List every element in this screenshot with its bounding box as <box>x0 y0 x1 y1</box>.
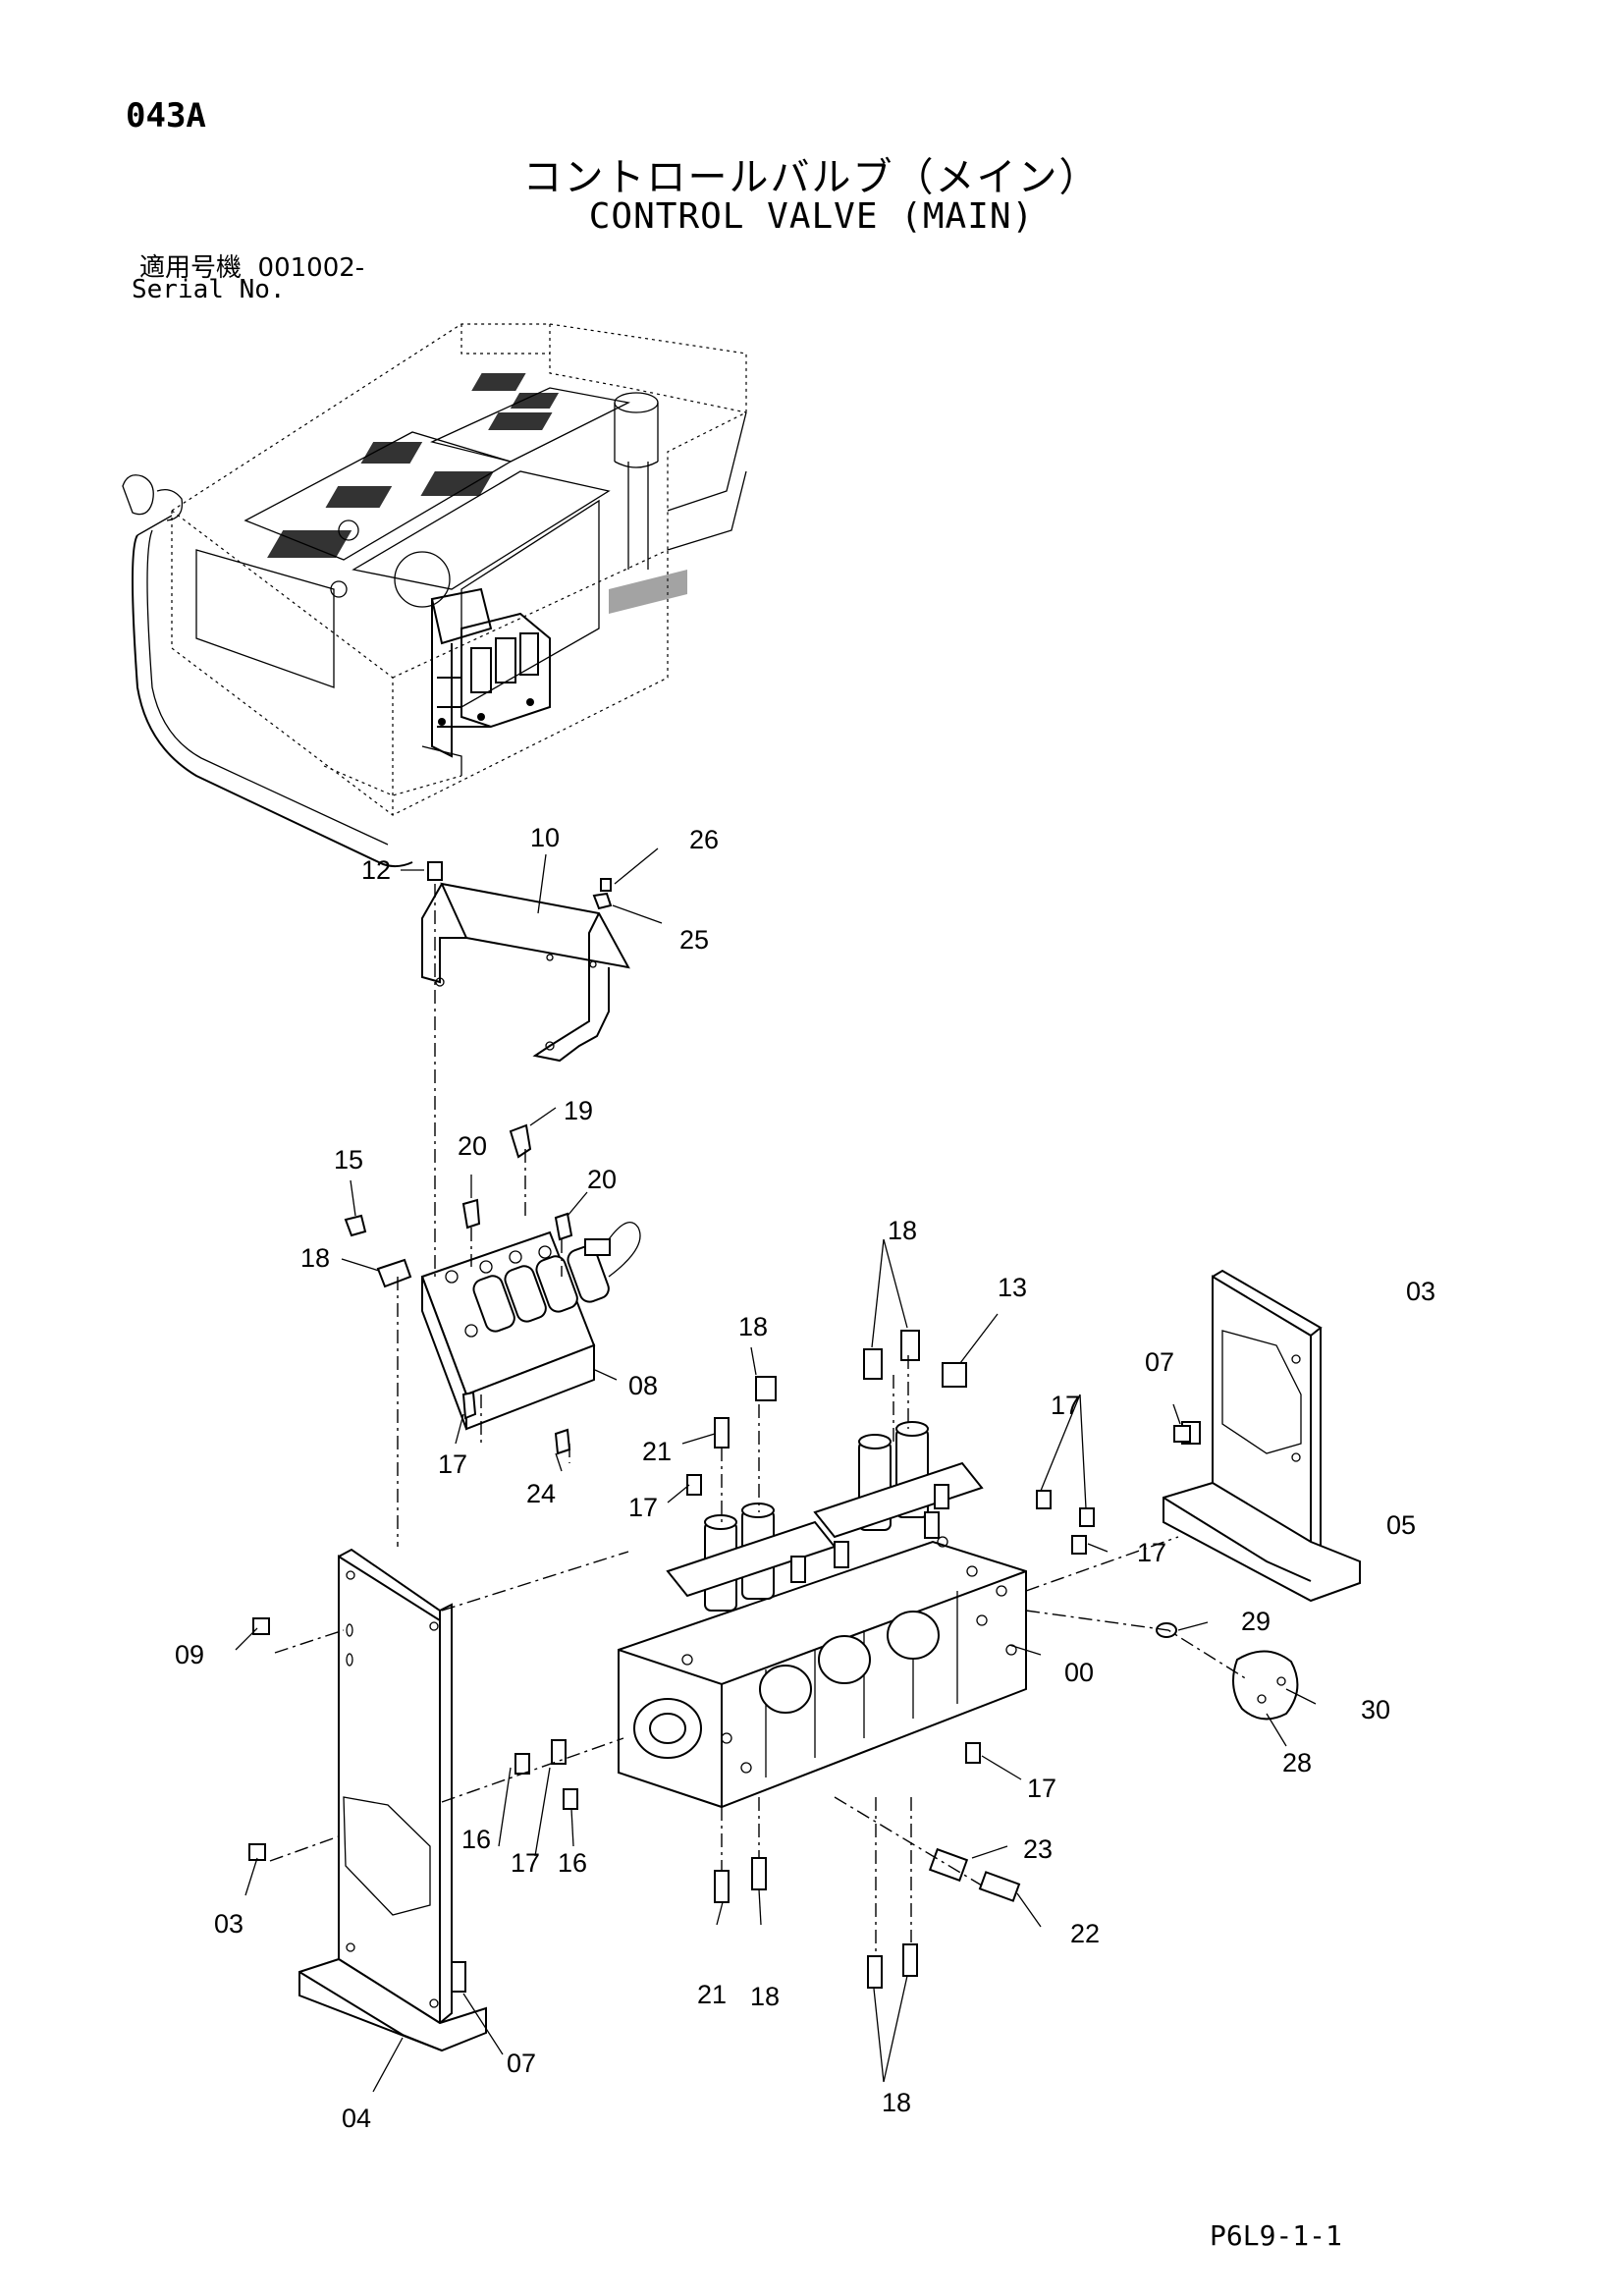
callout-28: 28 <box>1282 1748 1312 1777</box>
callout-00: 00 <box>1064 1658 1094 1687</box>
serial-label-english: Serial No. <box>132 275 286 304</box>
callout-17: 17 <box>438 1449 467 1479</box>
callout-22: 22 <box>1070 1919 1100 1948</box>
callout-17: 17 <box>628 1493 658 1522</box>
callout-leader-lines <box>235 847 1317 2093</box>
callout-08: 08 <box>628 1371 658 1400</box>
callout-20: 20 <box>587 1165 617 1194</box>
assembly-centerlines <box>269 884 1248 1954</box>
callout-21: 21 <box>697 1980 727 2009</box>
solenoid-valve-part-08 <box>344 1123 641 1455</box>
callout-30: 30 <box>1361 1695 1390 1724</box>
callout-16: 16 <box>558 1848 587 1878</box>
page-code: 043A <box>126 96 206 136</box>
callout-17: 17 <box>1051 1391 1080 1420</box>
callout-16: 16 <box>461 1825 491 1854</box>
callout-05: 05 <box>1386 1510 1416 1540</box>
serial-label-jp-text: 適用号機 <box>139 253 243 283</box>
callout-23: 23 <box>1023 1834 1053 1864</box>
callout-13: 13 <box>998 1273 1027 1302</box>
callout-18: 18 <box>882 2088 911 2117</box>
callout-03: 03 <box>214 1909 243 1939</box>
main-control-valve-part-00 <box>514 1330 1299 1989</box>
callout-18: 18 <box>300 1243 330 1273</box>
mounting-plate-part-05 <box>248 1269 1361 1861</box>
callout-17: 17 <box>511 1848 540 1878</box>
callout-18: 18 <box>750 1982 780 2011</box>
page-title-english: CONTROL VALVE (MAIN) <box>588 196 1035 237</box>
callout-24: 24 <box>526 1479 556 1508</box>
callout-29: 29 <box>1241 1607 1271 1636</box>
valve-location-highlight <box>421 587 551 776</box>
callout-03: 03 <box>1406 1277 1435 1306</box>
callout-15: 15 <box>334 1145 363 1175</box>
callout-20: 20 <box>458 1131 487 1161</box>
callout-09: 09 <box>175 1640 204 1669</box>
callout-26: 26 <box>689 825 719 854</box>
page-title-japanese: コントロールバルブ（メイン） <box>522 155 1101 200</box>
callout-18: 18 <box>738 1312 768 1341</box>
callout-19: 19 <box>564 1096 593 1125</box>
serial-label-japanese: 適用号機 001002- <box>139 247 364 284</box>
serial-value: 001002- <box>257 253 365 283</box>
mounting-plate-part-04 <box>298 1548 487 2052</box>
callout-10: 10 <box>530 823 560 852</box>
callout-18: 18 <box>888 1216 917 1245</box>
machine-overview-illustration <box>122 323 747 868</box>
callout-12: 12 <box>361 855 391 885</box>
callout-04: 04 <box>342 2104 371 2133</box>
callout-numbers: 12 10 26 25 19 20 20 15 18 08 17 24 18 1… <box>175 823 1435 2133</box>
callout-17: 17 <box>1027 1774 1056 1803</box>
callout-21: 21 <box>642 1437 672 1466</box>
callout-07: 07 <box>507 2049 536 2078</box>
callout-25: 25 <box>679 925 709 955</box>
bracket-part-10 <box>421 861 630 1063</box>
callout-17: 17 <box>1137 1538 1166 1567</box>
callout-07: 07 <box>1145 1347 1174 1377</box>
drawing-code: P6L9-1-1 <box>1210 2219 1342 2252</box>
